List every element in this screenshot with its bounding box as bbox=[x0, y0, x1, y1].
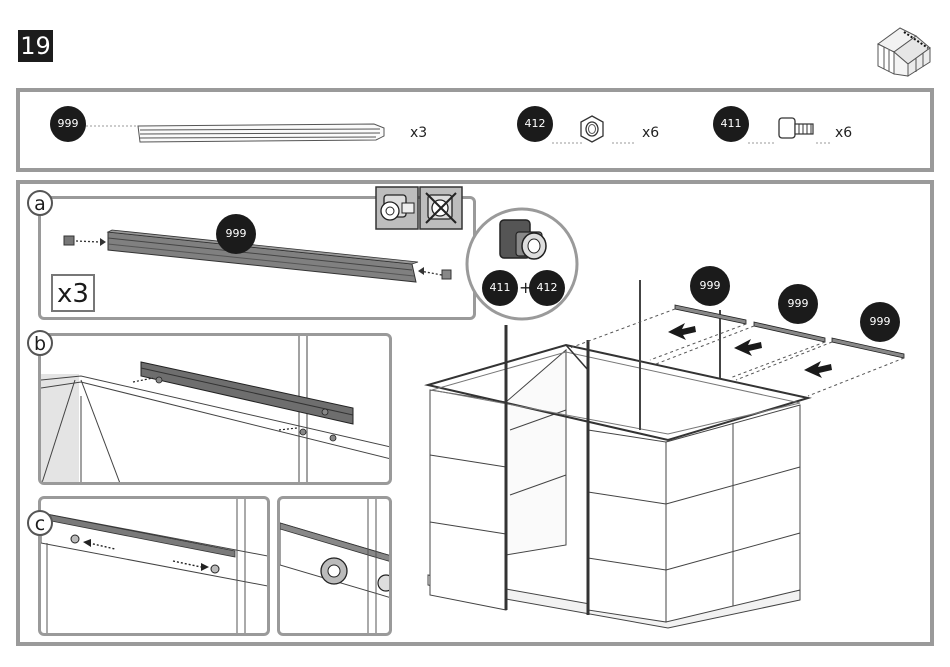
correct-orientation-icon bbox=[376, 187, 418, 229]
part-qty-411: x6 bbox=[835, 125, 852, 141]
part-412-dashline-2 bbox=[612, 141, 636, 145]
part-badge-999: 999 bbox=[50, 106, 86, 142]
panel-c-letter: c bbox=[27, 510, 53, 536]
panel-c-left-drawing bbox=[41, 499, 270, 636]
part-qty-412: x6 bbox=[642, 125, 659, 141]
panel-c-left-frame bbox=[38, 496, 270, 636]
wrong-orientation-icon bbox=[420, 187, 462, 229]
panel-c-right-drawing bbox=[280, 499, 392, 636]
part-rail-999-dashline bbox=[86, 124, 140, 128]
hex-nut-icon bbox=[577, 114, 607, 144]
panel-b-drawing bbox=[41, 336, 392, 485]
panel-a-part-badge: 999 bbox=[216, 214, 256, 254]
step-number: 19 bbox=[18, 30, 53, 62]
part-badge-412: 412 bbox=[517, 106, 553, 142]
panel-a-repeat-box: x3 bbox=[51, 274, 95, 312]
part-badge-411: 411 bbox=[713, 106, 749, 142]
panel-b-frame bbox=[38, 333, 392, 485]
square-head-bolt-icon bbox=[775, 114, 817, 144]
panel-b-letter: b bbox=[27, 330, 53, 356]
greenhouse-assembly-drawing bbox=[420, 260, 920, 640]
roof-rail-badge-1: 999 bbox=[690, 266, 730, 306]
roof-rail-badge-3: 999 bbox=[860, 302, 900, 342]
roof-rail-badge-2: 999 bbox=[778, 284, 818, 324]
panel-a-letter: a bbox=[27, 190, 53, 216]
part-qty-999: x3 bbox=[410, 125, 427, 141]
panel-c-right-frame bbox=[277, 496, 392, 636]
panel-a-rail-drawing bbox=[60, 222, 460, 292]
greenhouse-thumbnail-icon bbox=[872, 22, 934, 78]
part-411-dashline-2 bbox=[816, 141, 832, 145]
part-411-dashline bbox=[748, 141, 776, 145]
rail-profile-icon bbox=[136, 118, 386, 146]
